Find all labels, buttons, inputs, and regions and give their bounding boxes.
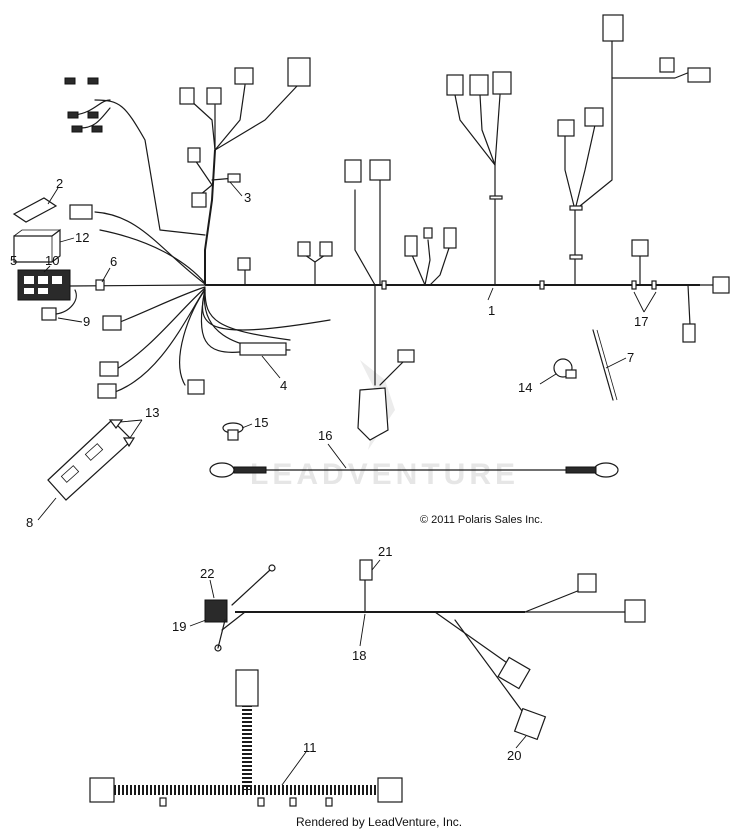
- connector-9: [41, 307, 57, 321]
- footer-text: Rendered by LeadVenture, Inc.: [296, 815, 462, 829]
- callout-17: 17: [634, 314, 648, 329]
- watermark: LEADVENTURE: [250, 360, 519, 491]
- screws-13: [108, 419, 136, 448]
- ground-strap-16: [209, 462, 619, 478]
- callouts: 1 2 3 4 5 6 7 8 9 10 11 12 13 14 15 16 1…: [10, 176, 657, 786]
- callout-9: 9: [83, 314, 90, 329]
- callout-11: 11: [303, 740, 317, 755]
- callout-19: 19: [172, 619, 186, 634]
- callout-14: 14: [518, 380, 532, 395]
- callout-1: 1: [488, 303, 495, 318]
- fuse-label-decal: [12, 197, 58, 223]
- connector-top-left-1: [64, 77, 103, 133]
- relay-block: [13, 228, 61, 263]
- callout-15: 15: [254, 415, 268, 430]
- callout-6: 6: [110, 254, 117, 269]
- callout-4: 4: [280, 378, 287, 393]
- callout-5: 5: [10, 253, 17, 268]
- callout-3: 3: [244, 190, 251, 205]
- callout-7: 7: [627, 350, 634, 365]
- copyright-text: © 2011 Polaris Sales Inc.: [420, 514, 543, 526]
- lower-harness: [204, 559, 646, 741]
- callout-22: 22: [200, 566, 214, 581]
- fuse-box: [17, 269, 71, 301]
- callout-13: 13: [145, 405, 159, 420]
- callout-10: 10: [45, 253, 59, 268]
- sub-harness-11: [89, 669, 403, 807]
- clamp-14: [553, 358, 577, 379]
- callout-8: 8: [26, 515, 33, 530]
- callout-2: 2: [56, 176, 63, 191]
- callout-20: 20: [507, 748, 521, 763]
- callout-12: 12: [75, 230, 89, 245]
- watermark-text: LEADVENTURE: [250, 458, 519, 491]
- callout-18: 18: [352, 648, 366, 663]
- callout-21: 21: [378, 544, 392, 559]
- cable-tie-7: [592, 329, 614, 401]
- callout-16: 16: [318, 428, 332, 443]
- main-harness: [64, 14, 730, 441]
- clip-6: [95, 279, 105, 291]
- push-rivet-15: [222, 422, 244, 441]
